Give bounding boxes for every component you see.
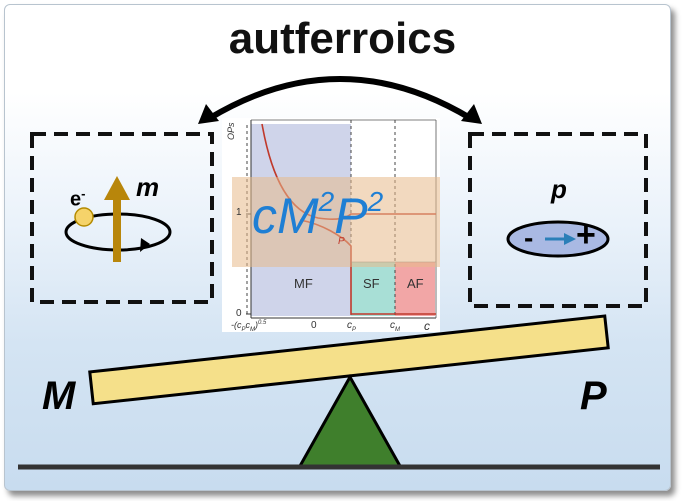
magnetic-moment-box (30, 132, 214, 304)
pd-x-tick-neg-c: c (245, 320, 251, 330)
pd-x-tick-cp-c: c (347, 320, 352, 331)
diagram-title: autferroics (228, 14, 457, 63)
curved-double-arrow (208, 76, 472, 121)
dipole-arrow-head (564, 233, 576, 245)
seesaw-right-label: P (580, 374, 607, 418)
seesaw-fulcrum (297, 373, 403, 468)
formula-p: P (334, 188, 368, 244)
magnetic-moment-arrow-shaft (113, 196, 121, 262)
electron-icon (74, 207, 94, 227)
pd-x-tick-cp-sub: P (352, 327, 357, 333)
formula-exp-p: 2 (367, 186, 384, 217)
pd-y-axis-label: OPs (226, 122, 236, 140)
pd-x-tick-cp: cP (347, 320, 356, 333)
formula-text: cM2P2 (252, 186, 384, 244)
pd-x-tick-neg: -(cPcM)0.5 (231, 320, 266, 333)
pd-region-mf-label: MF (294, 276, 313, 291)
electron-charge-sup: - (81, 186, 86, 201)
arrowhead-left (198, 104, 219, 124)
formula-m: M (277, 188, 319, 244)
pd-x-tick-neg-a: -(c (231, 320, 242, 330)
formula-band (232, 177, 440, 267)
pd-x-tick-neg-exp: 0.5 (258, 320, 267, 326)
pd-y-tick-1: 1 (236, 207, 242, 218)
pd-x-tick-cm-sub: M (395, 327, 400, 333)
electric-dipole-label: p (551, 174, 567, 204)
region-af-fill (395, 262, 435, 316)
pd-region-sf-label: SF (363, 276, 380, 291)
magnetic-moment-arrow-head (104, 176, 130, 200)
pd-x-tick-zero: 0 (311, 320, 317, 331)
orbit-arrow (140, 238, 150, 252)
formula-exp-m: 2 (318, 186, 335, 217)
electron-label-text: e (70, 188, 82, 211)
electron-label: e- (70, 186, 85, 212)
pd-x-tick-neg-sub-m: M (250, 326, 256, 333)
formula-c: c (252, 188, 277, 244)
pd-curve-p-label: P (338, 236, 345, 247)
pd-x-tick-c: c (424, 319, 430, 333)
seesaw-left-label: M (42, 374, 76, 418)
pd-x-tick-neg-sub-p: P (241, 326, 246, 333)
arrowhead-right (461, 104, 482, 124)
dipole-plus-sign: + (576, 216, 596, 254)
pd-x-tick-neg-close: ) (255, 320, 259, 330)
region-sf-fill (351, 262, 395, 316)
pd-region-af-label: AF (407, 276, 424, 291)
pd-x-tick-cm-c: c (390, 320, 395, 331)
pd-x-tick-cm: cM (390, 320, 400, 333)
dipole-minus-sign: - (524, 222, 534, 253)
magnetic-moment-label: m (136, 172, 160, 202)
pd-y-tick-0: 0 (236, 308, 242, 319)
electric-dipole-box (468, 132, 648, 308)
